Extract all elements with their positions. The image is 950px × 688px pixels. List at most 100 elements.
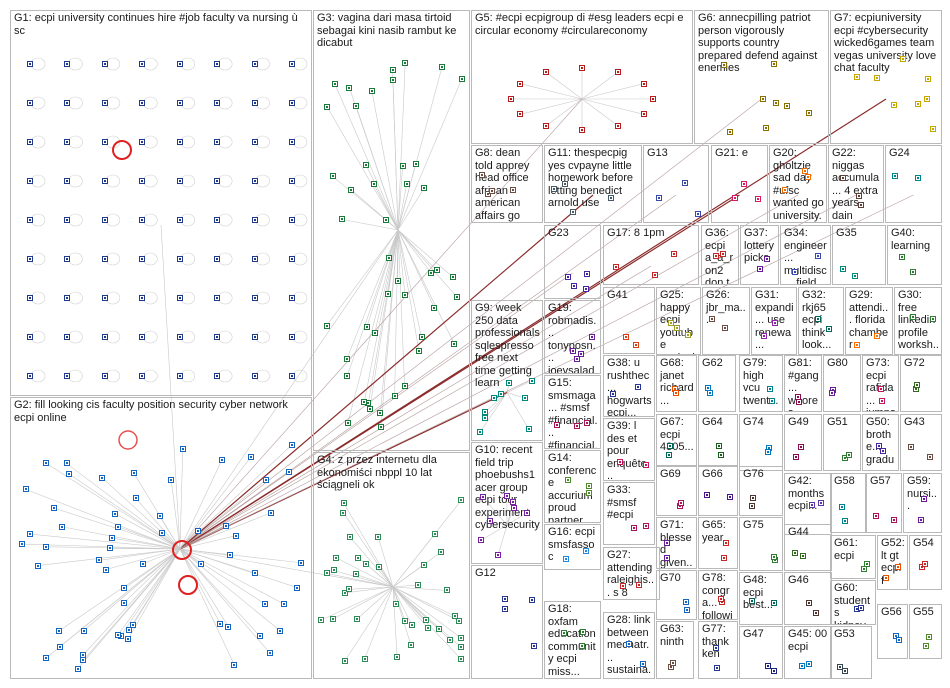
vertex-node[interactable] [814,253,821,260]
vertex-node[interactable] [101,139,108,145]
vertex-node[interactable] [828,390,835,397]
vertex-node[interactable] [159,529,166,536]
vertex-node[interactable] [722,325,729,332]
vertex-node[interactable] [363,161,370,168]
vertex-node[interactable] [517,111,524,118]
vertex-node[interactable] [266,649,273,656]
vertex-node[interactable] [394,278,401,285]
vertex-node[interactable] [522,395,529,402]
vertex-node[interactable] [497,391,504,398]
vertex-node[interactable] [251,61,258,67]
vertex-node[interactable] [340,499,347,506]
vertex-node[interactable] [389,77,396,84]
vertex-node[interactable] [431,530,438,537]
vertex-node[interactable] [771,667,778,674]
vertex-node[interactable] [289,61,295,67]
vertex-node[interactable] [765,663,771,670]
vertex-node[interactable] [331,81,338,88]
vertex-node[interactable] [479,494,486,501]
vertex-node[interactable] [857,202,864,209]
vertex-node[interactable] [18,541,25,548]
vertex-node[interactable] [574,355,581,362]
vertex-node[interactable] [685,332,692,339]
vertex-node[interactable] [297,559,304,566]
vertex-node[interactable] [231,661,238,668]
vertex-node[interactable] [139,256,146,262]
vertex-node[interactable] [925,75,932,82]
vertex-node[interactable] [930,126,937,133]
vertex-node[interactable] [570,282,577,289]
vertex-node[interactable] [619,582,626,589]
vertex-node[interactable] [875,443,882,450]
vertex-node[interactable] [588,333,595,340]
vertex-node[interactable] [168,477,175,484]
vertex-node[interactable] [420,561,427,568]
vertex-node[interactable] [289,178,295,184]
vertex-node[interactable] [927,453,934,460]
vertex-node[interactable] [640,660,647,667]
vertex-node[interactable] [632,342,639,349]
vertex-node[interactable] [670,251,677,258]
vertex-node[interactable] [451,612,458,619]
vertex-node[interactable] [414,581,421,588]
vertex-node[interactable] [377,410,384,417]
vertex-node[interactable] [929,316,936,323]
vertex-node[interactable] [56,627,63,634]
vertex-node[interactable] [176,256,183,262]
vertex-node[interactable] [617,459,624,466]
vertex-node[interactable] [251,334,258,340]
vertex-node[interactable] [523,509,530,516]
vertex-node[interactable] [672,389,679,396]
vertex-node[interactable] [361,656,368,663]
vertex-node[interactable] [139,61,146,67]
vertex-node[interactable] [176,100,183,106]
vertex-node[interactable] [817,499,824,506]
vertex-node[interactable] [345,586,352,593]
vertex-node[interactable] [643,523,650,530]
vertex-node[interactable] [289,295,295,301]
vertex-node[interactable] [139,217,146,223]
vertex-node[interactable] [584,420,591,427]
vertex-node[interactable] [323,570,330,577]
vertex-node[interactable] [346,533,353,540]
vertex-node[interactable] [583,285,590,292]
vertex-node[interactable] [285,469,292,476]
vertex-node[interactable] [495,551,502,558]
vertex-node[interactable] [43,654,50,661]
vertex-node[interactable] [458,656,465,663]
vertex-node[interactable] [846,452,853,459]
vertex-node[interactable] [27,256,33,262]
vertex-node[interactable] [528,377,535,384]
vertex-node[interactable] [421,184,428,191]
vertex-node[interactable] [579,65,585,72]
vertex-node[interactable] [910,268,917,275]
vertex-node[interactable] [651,272,658,279]
vertex-node[interactable] [329,173,336,180]
vertex-node[interactable] [344,372,351,379]
vertex-node[interactable] [791,268,798,275]
vertex-node[interactable] [353,103,360,110]
vertex-node[interactable] [890,516,897,523]
vertex-node[interactable] [891,173,898,179]
vertex-node[interactable] [323,322,330,329]
vertex-node[interactable] [418,334,425,341]
vertex-node[interactable] [574,422,581,429]
vertex-node[interactable] [139,100,146,106]
vertex-node[interactable] [74,665,81,672]
vertex-node[interactable] [402,291,409,298]
vertex-node[interactable] [663,540,670,547]
vertex-node[interactable] [614,122,621,129]
vertex-node[interactable] [458,75,465,82]
vertex-node[interactable] [890,101,897,108]
vertex-node[interactable] [669,660,676,667]
vertex-node[interactable] [510,186,517,193]
vertex-node[interactable] [176,334,183,340]
vertex-node[interactable] [579,126,585,133]
vertex-node[interactable] [341,589,348,596]
vertex-node[interactable] [771,61,778,68]
vertex-node[interactable] [502,606,509,613]
vertex-node[interactable] [797,444,804,451]
vertex-node[interactable] [712,253,719,260]
vertex-node[interactable] [156,513,163,520]
vertex-node[interactable] [251,217,258,223]
